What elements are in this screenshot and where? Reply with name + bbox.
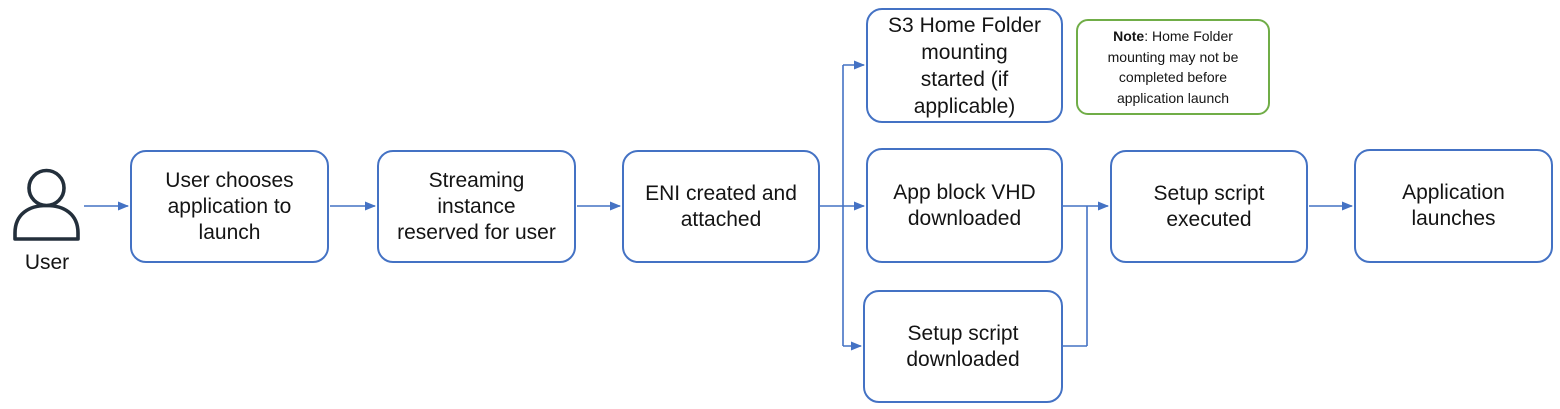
flow-node-label: User chooses application to launch — [165, 168, 294, 244]
flow-node-eni-created-attached: ENI created and attached — [622, 150, 820, 263]
flow-node-user-chooses-application: User chooses application to launch — [130, 150, 329, 263]
person-icon — [13, 168, 80, 241]
flow-node-setup-script-downloaded: Setup script downloaded — [863, 290, 1063, 403]
note-bold-label: Note — [1113, 28, 1145, 44]
flow-node-label: Application launches — [1402, 181, 1505, 230]
flow-node-app-block-vhd-downloaded: App block VHD downloaded — [866, 148, 1063, 263]
flow-node-label: ENI created and attached — [645, 181, 797, 231]
flow-node-setup-script-executed: Setup script executed — [1110, 150, 1308, 263]
flow-node-label: Setup script executed — [1153, 181, 1265, 231]
note-box: Note: Home Folder mounting may not be co… — [1076, 19, 1270, 115]
flow-node-label: Streaming instance reserved for user — [397, 168, 556, 244]
flow-node-label: Setup script downloaded — [906, 321, 1020, 371]
flow-node-label: App block VHD downloaded — [893, 180, 1036, 230]
note-body: : Home Folder mounting may not be comple… — [1107, 28, 1239, 106]
flow-node-label: S3 Home Folder mounting started (if appl… — [888, 13, 1041, 118]
note-text: Note: Home Folder mounting may not be co… — [1108, 26, 1239, 108]
actor-user-label: User — [24, 251, 70, 274]
flow-node-application-launches: Application launches — [1354, 149, 1553, 263]
flow-node-streaming-instance-reserved: Streaming instance reserved for user — [377, 150, 576, 263]
flow-node-s3-home-folder-mounting: S3 Home Folder mounting started (if appl… — [866, 8, 1063, 123]
